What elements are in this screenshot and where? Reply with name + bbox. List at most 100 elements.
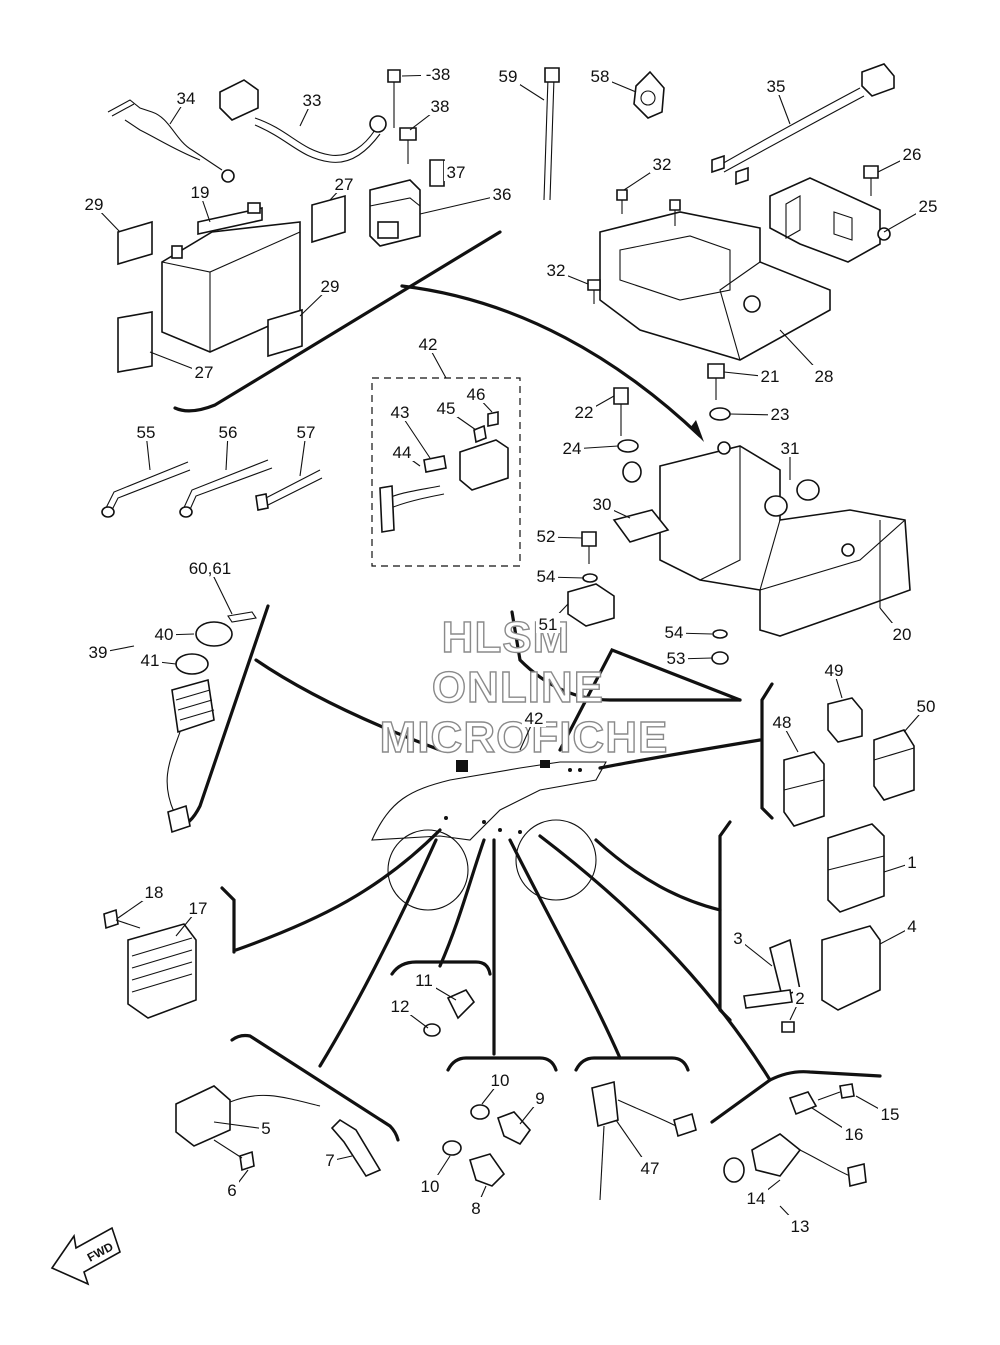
callout-number: 3 xyxy=(733,929,742,948)
switch-8 xyxy=(469,1153,506,1187)
screw-2 xyxy=(781,1021,795,1033)
callout-number: 17 xyxy=(189,899,208,918)
callout-bg xyxy=(259,1117,273,1137)
battery-pad-bottom xyxy=(267,308,303,358)
callout-number: 11 xyxy=(415,971,433,990)
callout-bg xyxy=(174,87,198,107)
battery-group-bracket xyxy=(173,230,502,413)
callout-number: 32 xyxy=(653,155,672,174)
thermo-switch xyxy=(446,988,476,1020)
callout-bg xyxy=(793,987,807,1007)
callout-bg xyxy=(536,613,560,633)
callout-bg xyxy=(533,1087,547,1107)
callout-bg xyxy=(842,1123,866,1143)
callout-number: 8 xyxy=(471,1199,480,1218)
callout-bg xyxy=(186,897,210,917)
callout-bg xyxy=(390,441,414,461)
callout-number: 46 xyxy=(467,385,486,404)
callout-number: 18 xyxy=(145,883,164,902)
cable-tie-59 xyxy=(543,77,549,201)
callout-number: 39 xyxy=(89,643,108,662)
callout-bg xyxy=(788,1215,812,1235)
gasket-12 xyxy=(423,1023,441,1037)
callout-bg xyxy=(418,1175,442,1195)
callout-number: 48 xyxy=(773,713,792,732)
callout-bg xyxy=(142,881,166,901)
fuse-43 xyxy=(423,455,447,473)
callout-bg xyxy=(764,75,788,95)
assembly-arrow xyxy=(400,284,702,438)
callout-bg xyxy=(416,333,440,353)
wrench-55 xyxy=(103,461,191,515)
bolt-18 xyxy=(103,908,119,930)
positive-cable xyxy=(254,117,376,156)
callout-number: 2 xyxy=(795,989,804,1008)
bracket-25 xyxy=(769,177,881,263)
callout-number: 28 xyxy=(815,367,834,386)
motorcycle-outline xyxy=(371,760,607,911)
o-ring-14 xyxy=(723,1157,745,1183)
battery-case-bracket xyxy=(510,610,742,702)
callout-number: 56 xyxy=(219,423,238,442)
battery-group xyxy=(107,69,502,413)
callout-bg xyxy=(444,161,468,181)
callout-bg xyxy=(428,95,452,115)
bolt-22 xyxy=(613,387,629,405)
callout-number: 55 xyxy=(137,423,156,442)
callout-bg xyxy=(388,401,412,421)
callout-bg xyxy=(188,181,212,201)
callout-number: 49 xyxy=(825,661,844,680)
bolt-15 xyxy=(839,1083,855,1099)
callout-number: 14 xyxy=(747,1189,766,1208)
ecu-holder xyxy=(821,925,881,1011)
callout-bg xyxy=(469,1197,483,1217)
ignition-coil-group xyxy=(175,1033,400,1178)
washer-54-b xyxy=(712,629,728,639)
callout-bg xyxy=(412,969,436,989)
callout-number: 5 xyxy=(261,1119,270,1138)
gasket-10-b xyxy=(442,1140,462,1156)
callout-number: 31 xyxy=(781,439,800,458)
callout-bg xyxy=(768,403,792,423)
callout-number: 7 xyxy=(325,1151,334,1170)
pressure-switch-group xyxy=(442,1056,558,1187)
fwd-arrow xyxy=(50,1226,121,1286)
positive-lead-cap xyxy=(219,79,259,121)
callout-number: 9 xyxy=(535,1089,544,1108)
ecu-bracket xyxy=(718,820,732,1022)
callout-number: 16 xyxy=(845,1125,864,1144)
callout-number: 21 xyxy=(761,367,780,386)
callout-bg xyxy=(496,65,520,85)
callout-bg xyxy=(731,927,745,947)
bolt-38-top xyxy=(387,69,401,83)
callout-number: 60,61 xyxy=(189,559,232,578)
battery-pad-right xyxy=(311,194,346,244)
callout-number: 10 xyxy=(421,1177,440,1196)
sidestand-switch xyxy=(591,1080,619,1128)
battery-pad-left xyxy=(117,220,153,266)
callout-number: 45 xyxy=(437,399,456,418)
relays-bracket xyxy=(760,682,774,820)
callout-bg xyxy=(638,1157,662,1177)
rectifier-bracket xyxy=(220,886,236,954)
callout-number: 29 xyxy=(85,195,104,214)
watermark-line3: MICROFICHE xyxy=(380,713,669,762)
callout-number: 47 xyxy=(641,1159,660,1178)
callout-bg xyxy=(890,623,914,643)
pad-30 xyxy=(612,509,670,543)
damper-31-b xyxy=(796,479,820,501)
callout-number: 27 xyxy=(335,175,354,194)
callout-bg xyxy=(770,711,794,731)
callout-number: 44 xyxy=(393,443,412,462)
callout-bg xyxy=(544,259,568,279)
callout-number: 41 xyxy=(141,651,160,670)
fuse-main xyxy=(429,159,445,187)
thermo-switch-group xyxy=(390,960,492,1037)
callout-bg xyxy=(650,153,674,173)
callout-number: 51 xyxy=(539,615,558,634)
callout-bg xyxy=(490,183,514,203)
relay-49 xyxy=(827,697,863,743)
callout-bg xyxy=(318,275,342,295)
